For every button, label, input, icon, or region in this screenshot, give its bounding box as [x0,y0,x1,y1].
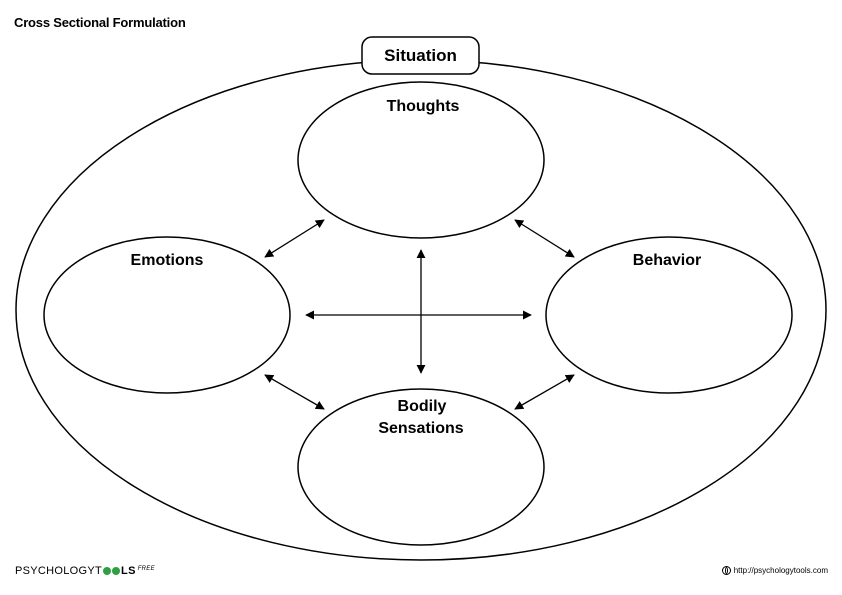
thoughts-node: Thoughts [297,81,545,239]
logo-text-right: LS [121,565,136,577]
page-title: Cross Sectional Formulation [14,15,186,30]
arrow-emotions-thoughts [264,219,325,258]
emotions-label: Emotions [131,252,204,269]
globe-icon [721,566,731,575]
bodily-label-line2: Sensations [378,420,463,437]
logo-text-left: PSYCHOLOGYT [15,565,103,577]
emotions-node: Emotions [43,236,291,394]
situation-box: Situation [361,36,480,75]
bodily-label-line1: Bodily [398,398,447,415]
bodily-sensations-node: Bodily Sensations [297,388,545,546]
logo-free-badge: FREE [137,566,155,572]
arrow-bodily-behavior [514,374,575,410]
arrow-emotions-bodily [264,374,325,410]
situation-label: Situation [384,46,457,65]
arrow-thoughts-behavior [514,219,575,258]
thoughts-label: Thoughts [387,98,460,115]
logo-dots [103,567,121,575]
footer-url[interactable]: http://psychologytools.com [721,566,828,575]
behavior-label: Behavior [633,252,701,269]
footer-url-text[interactable]: http://psychologytools.com [733,566,828,575]
logo-dot [103,567,112,575]
logo-dot [112,567,121,575]
behavior-node: Behavior [545,236,793,394]
psychologytools-logo: PSYCHOLOGYT LS FREE [15,565,155,577]
